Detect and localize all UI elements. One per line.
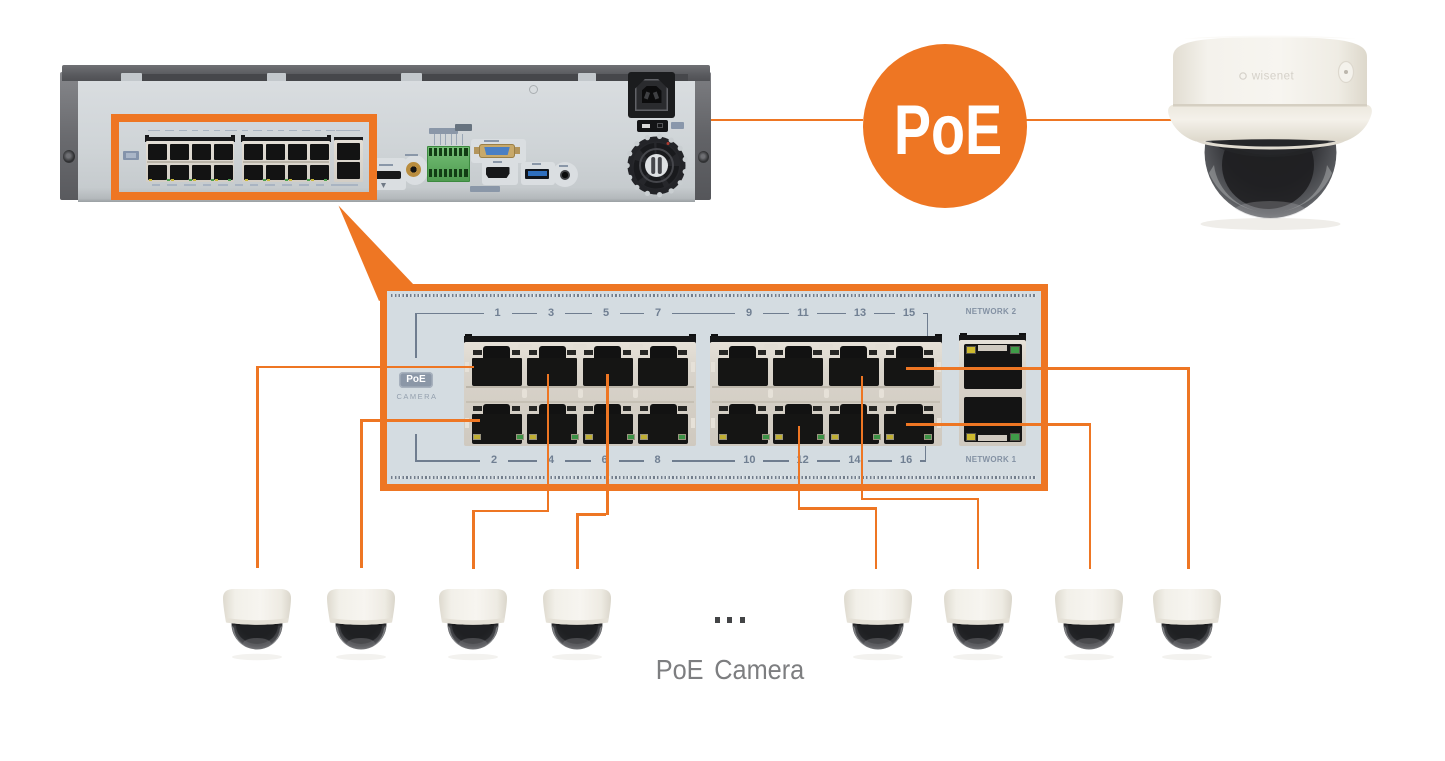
svg-text:wisenet: wisenet — [1251, 71, 1295, 83]
